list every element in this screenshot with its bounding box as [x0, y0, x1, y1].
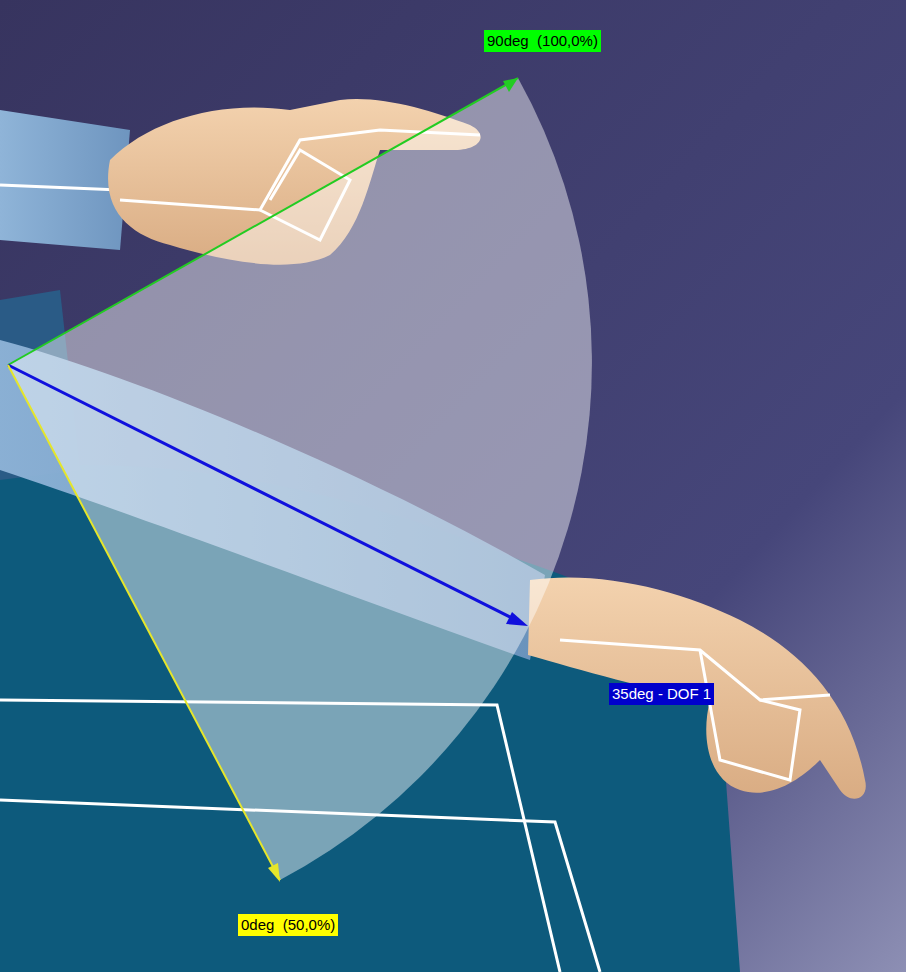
max-angle-line — [8, 78, 518, 365]
skeleton-line — [0, 185, 120, 190]
hand-wireframe — [700, 650, 800, 780]
seat-wireframe — [0, 800, 600, 972]
min-angle-arrowhead — [268, 863, 280, 882]
reach-sector — [8, 78, 592, 880]
max-angle-label: 90deg (100,0%) — [484, 30, 601, 52]
current-angle-label: 35deg - DOF 1 — [609, 683, 714, 705]
max-angle-arrowhead — [503, 78, 518, 92]
hand-bottom — [528, 577, 866, 798]
seat-wireframe — [0, 700, 560, 972]
min-angle-line — [8, 365, 280, 880]
min-angle-label: 0deg (50,0%) — [238, 914, 338, 936]
current-angle-arrowhead — [506, 612, 528, 626]
current-angle-line — [8, 365, 520, 622]
